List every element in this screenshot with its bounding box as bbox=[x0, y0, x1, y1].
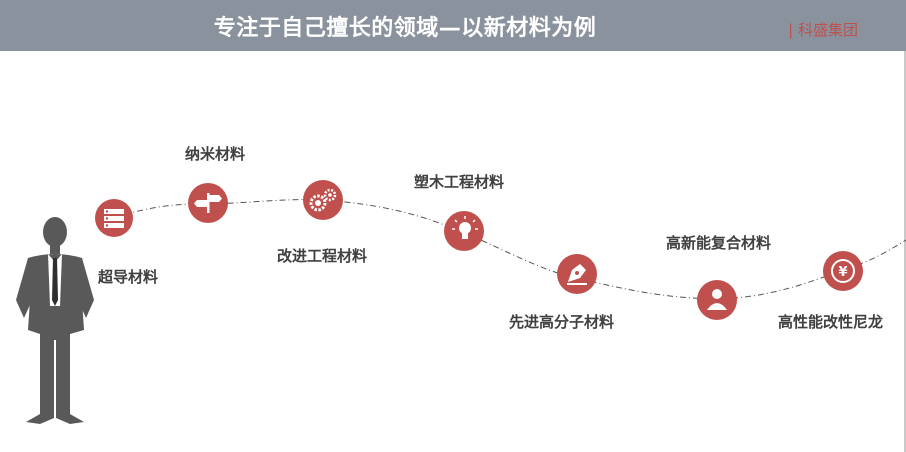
user-icon bbox=[697, 280, 737, 320]
material-label-nylon: 高性能改性尼龙 bbox=[778, 313, 884, 331]
businessman-figure bbox=[16, 217, 94, 424]
material-label-composite: 高新能复合材料 bbox=[666, 234, 772, 252]
gears-icon bbox=[303, 180, 343, 220]
signpost-icon bbox=[188, 183, 228, 223]
database-icon bbox=[95, 199, 133, 237]
material-label-nano: 纳米材料 bbox=[185, 145, 246, 163]
material-label-engineering: 改进工程材料 bbox=[277, 247, 368, 265]
page-title: 专注于自己擅长的领域—以新材料为例 bbox=[213, 16, 597, 41]
material-label-superconductor: 超导材料 bbox=[98, 268, 159, 286]
header-bar: 专注于自己擅长的领域—以新材料为例 | 科盛集团 bbox=[0, 0, 906, 51]
yen-coin-icon: ¥ bbox=[823, 251, 863, 291]
material-label-polymer: 先进高分子材料 bbox=[509, 313, 615, 331]
company-name: | 科盛集团 bbox=[788, 21, 858, 39]
lightbulb-icon bbox=[444, 211, 484, 251]
slide-border bbox=[904, 51, 906, 452]
material-label-wood-plastic: 塑木工程材料 bbox=[414, 173, 505, 191]
svg-text:¥: ¥ bbox=[838, 265, 847, 280]
pen-nib-icon bbox=[557, 254, 597, 294]
timeline-path bbox=[111, 199, 906, 300]
